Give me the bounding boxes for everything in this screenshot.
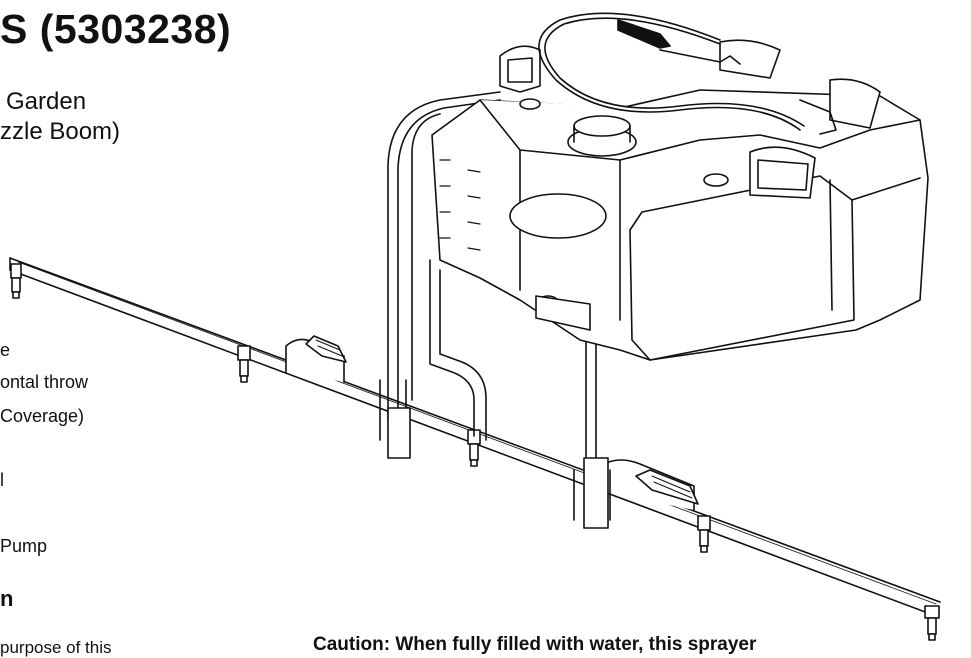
section-heading: n [0, 586, 14, 611]
product-title: S (5303238) [0, 6, 232, 52]
feature-item: l [0, 470, 4, 490]
section-body-text: purpose of this [0, 638, 112, 657]
boom-nozzles [10, 263, 940, 641]
product-subtitle-line2: zzle Boom) [0, 118, 121, 145]
feature-item: Coverage) [0, 406, 85, 426]
pump-fittings [535, 295, 591, 331]
tank-handles [499, 39, 881, 199]
hose-and-wand [538, 12, 837, 135]
caution-text: Caution: When fully filled with water, t… [313, 634, 757, 655]
feature-item: ontal throw [0, 372, 89, 392]
feature-item: Pump [0, 536, 48, 556]
tank-gauge [439, 159, 481, 251]
product-subtitle-line1: Garden [6, 88, 87, 115]
feature-item: e [0, 340, 11, 360]
tank [431, 89, 929, 361]
boom-clamps [285, 335, 699, 511]
